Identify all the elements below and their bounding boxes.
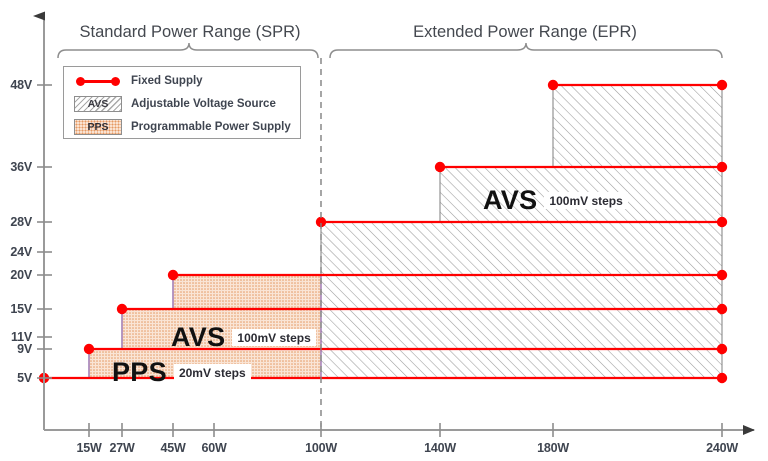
epr-avs-title: AVS <box>483 185 538 215</box>
y-tick-label-28v: 28V <box>10 215 32 229</box>
pps-swatch-icon: PPS <box>74 119 122 135</box>
spr-pps-note: 20mV steps <box>173 364 251 381</box>
spr-range-title: Standard Power Range (SPR) <box>79 23 301 41</box>
dot-36v-start <box>434 161 446 173</box>
x-tick-label-45w: 45W <box>160 441 186 455</box>
legend: Fixed Supply AVS Adjustable Voltage Sour… <box>63 66 301 139</box>
y-tick-label-11v: 11V <box>11 330 32 344</box>
dot-36v-end <box>716 161 728 173</box>
fixed-supply-lines <box>44 83 722 380</box>
y-tick-label-20v: 20V <box>10 268 32 282</box>
dot-15v-end <box>716 303 728 315</box>
x-tick-marks <box>88 423 723 437</box>
x-tick-label-100w: 100W <box>305 441 337 455</box>
x-tick-label-240w: 240W <box>706 441 738 455</box>
dot-5v-end <box>716 372 728 384</box>
x-tick-label-15w: 15W <box>76 441 102 455</box>
legend-item-pps: PPS Programmable Power Supply <box>64 115 300 139</box>
legend-label-fixed-supply: Fixed Supply <box>131 75 203 87</box>
legend-item-fixed-supply: Fixed Supply <box>64 69 300 93</box>
dot-9v-end <box>716 343 728 355</box>
spr-avs-note: 100mV steps <box>232 329 316 346</box>
x-tick-label-180w: 180W <box>537 441 569 455</box>
epr-avs-note: 100mV steps <box>544 192 628 209</box>
y-tick-label-48v: 48V <box>10 78 32 92</box>
legend-label-pps: Programmable Power Supply <box>131 121 291 133</box>
y-tick-label-24v: 24V <box>10 245 32 259</box>
dot-20v-end <box>716 269 728 281</box>
dot-48v-end <box>716 79 728 91</box>
dot-15v-start <box>116 303 128 315</box>
avs-swatch-tag: AVS <box>87 98 109 110</box>
legend-item-avs: AVS Adjustable Voltage Source <box>64 92 300 116</box>
dot-28v-end <box>716 216 728 228</box>
epr-avs-label: AVS 100mV steps <box>483 185 628 216</box>
dot-9v-start <box>83 343 95 355</box>
range-brackets <box>57 42 723 59</box>
pps-swatch-tag: PPS <box>87 121 109 133</box>
spr-bracket <box>57 42 319 59</box>
spr-pps-label: PPS 20mV steps <box>112 357 251 388</box>
spr-pps-title: PPS <box>112 357 167 387</box>
y-tick-label-36v: 36V <box>10 160 32 174</box>
y-tick-label-15v: 15V <box>10 302 32 316</box>
epr-range-title: Extended Power Range (EPR) <box>413 23 637 41</box>
x-tick-label-27w: 27W <box>109 441 135 455</box>
y-tick-label-5v: 5V <box>17 371 32 385</box>
dot-28v-start <box>315 216 327 228</box>
legend-label-avs: Adjustable Voltage Source <box>131 98 276 110</box>
dot-20v-start <box>167 269 179 281</box>
x-tick-label-60w: 60W <box>201 441 227 455</box>
fixed-supply-dots <box>38 79 728 384</box>
fixed-supply-swatch-icon <box>74 73 122 89</box>
axes <box>33 11 755 437</box>
epr-bracket <box>329 42 723 59</box>
y-tick-label-9v: 9V <box>17 342 32 356</box>
y-tick-marks <box>37 84 52 379</box>
spr-avs-label: AVS 100mV steps <box>171 322 316 353</box>
x-tick-label-140w: 140W <box>424 441 456 455</box>
avs-swatch-icon: AVS <box>74 96 122 112</box>
spr-avs-title: AVS <box>171 322 226 352</box>
dot-48v-start <box>547 79 559 91</box>
